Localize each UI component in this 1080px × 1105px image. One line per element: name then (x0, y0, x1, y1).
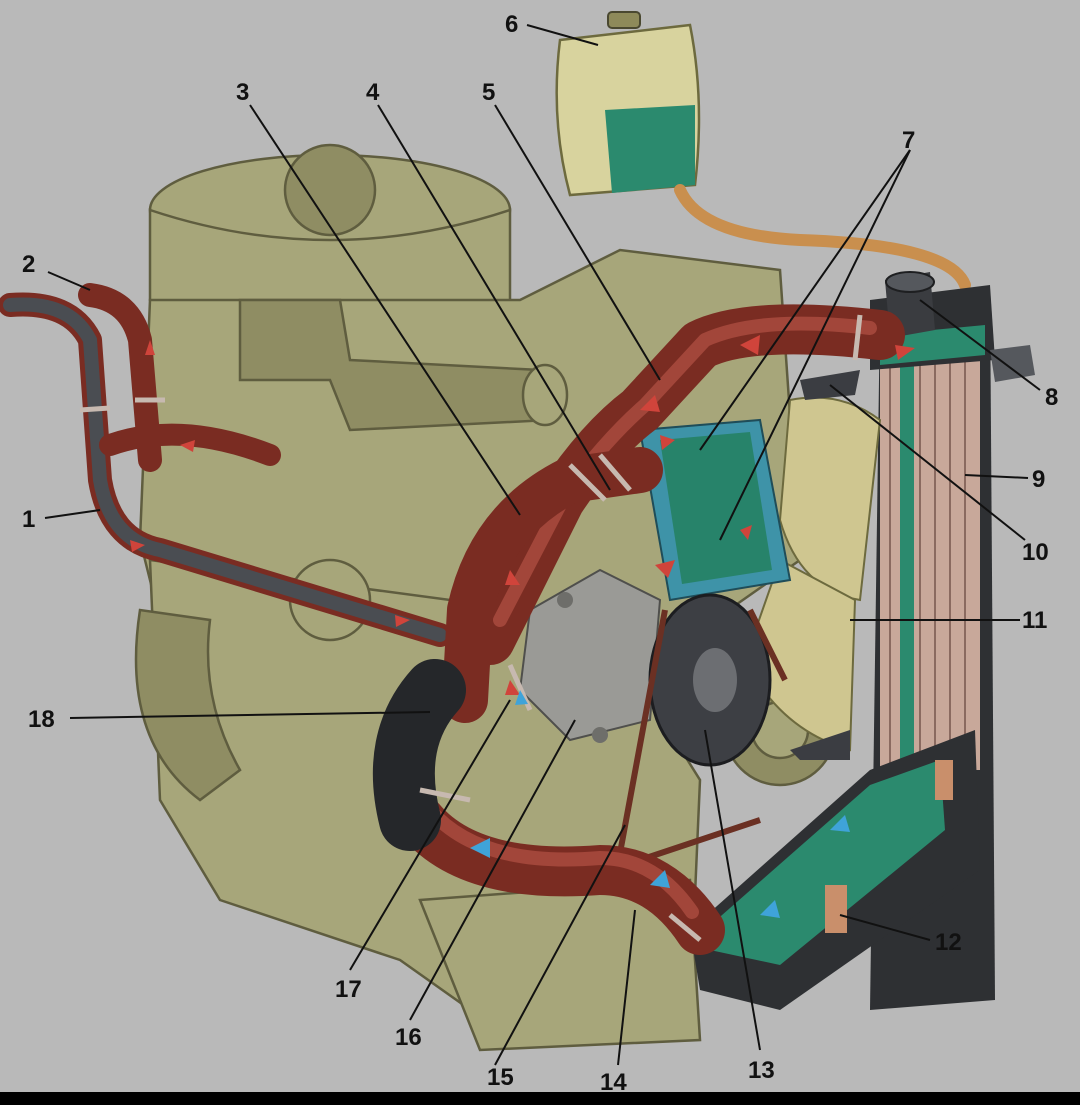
callout-18: 18 (28, 706, 55, 733)
callout-6: 6 (505, 11, 518, 38)
flow-arrows-hot (130, 335, 915, 695)
radiator-core (880, 340, 980, 770)
radiator-tube (900, 360, 914, 780)
radiator-mount-lower (825, 885, 847, 933)
pump-inlet-elbow (372, 659, 466, 851)
flow-arrows-cold (470, 690, 850, 918)
water-pump (518, 568, 788, 881)
expansion-tank-cap (607, 11, 641, 29)
bypass-hose (442, 447, 663, 723)
callout-17: 17 (335, 976, 362, 1003)
callout-10: 10 (1022, 539, 1049, 566)
callout-11: 11 (1022, 607, 1047, 634)
radiator-bracket (990, 345, 1035, 382)
callout-4: 4 (366, 79, 380, 106)
callout-5: 5 (482, 79, 495, 106)
air-filter-cap (283, 143, 377, 237)
flywheel-housing (134, 608, 242, 802)
water-pump-bolt-lower (592, 727, 608, 743)
thermostat-coolant (660, 432, 772, 584)
expansion-tank-coolant (605, 105, 695, 193)
callout-1: 1 (22, 506, 35, 533)
callout-3: 3 (236, 79, 249, 106)
callout-7: 7 (902, 127, 915, 154)
fan-belt (612, 608, 788, 881)
expansion-tank-hose (674, 184, 971, 291)
leader-lines (44, 24, 1041, 1066)
callout-15: 15 (487, 1064, 514, 1091)
callout-14: 14 (600, 1069, 627, 1096)
heater-hose-connection (99, 423, 281, 466)
intake-pipe-end (521, 363, 569, 427)
callout-9: 9 (1032, 466, 1045, 493)
callout-2: 2 (22, 251, 35, 278)
heater-supply-hose (78, 283, 162, 472)
thermostat-housing (638, 418, 792, 602)
fan (743, 370, 882, 760)
water-pump-pulley-hub (693, 648, 737, 712)
callout-8: 8 (1045, 384, 1058, 411)
heater-return-tube (3, 297, 447, 642)
callouts: 1 2 3 4 5 6 7 8 9 10 11 12 13 14 15 16 1… (22, 11, 1058, 1096)
callout-12: 12 (935, 929, 962, 956)
callout-13: 13 (748, 1057, 775, 1084)
water-pump-bolt (557, 592, 573, 608)
radiator-filler-cap (885, 271, 935, 293)
fan-blade-upper (778, 396, 882, 602)
hose-clamps (79, 314, 863, 942)
fan-lower-bracket (790, 730, 850, 760)
expansion-tank (555, 11, 701, 197)
callout-16: 16 (395, 1024, 422, 1051)
bottom-border (0, 1092, 1080, 1105)
radiator-mount-upper (935, 760, 953, 800)
